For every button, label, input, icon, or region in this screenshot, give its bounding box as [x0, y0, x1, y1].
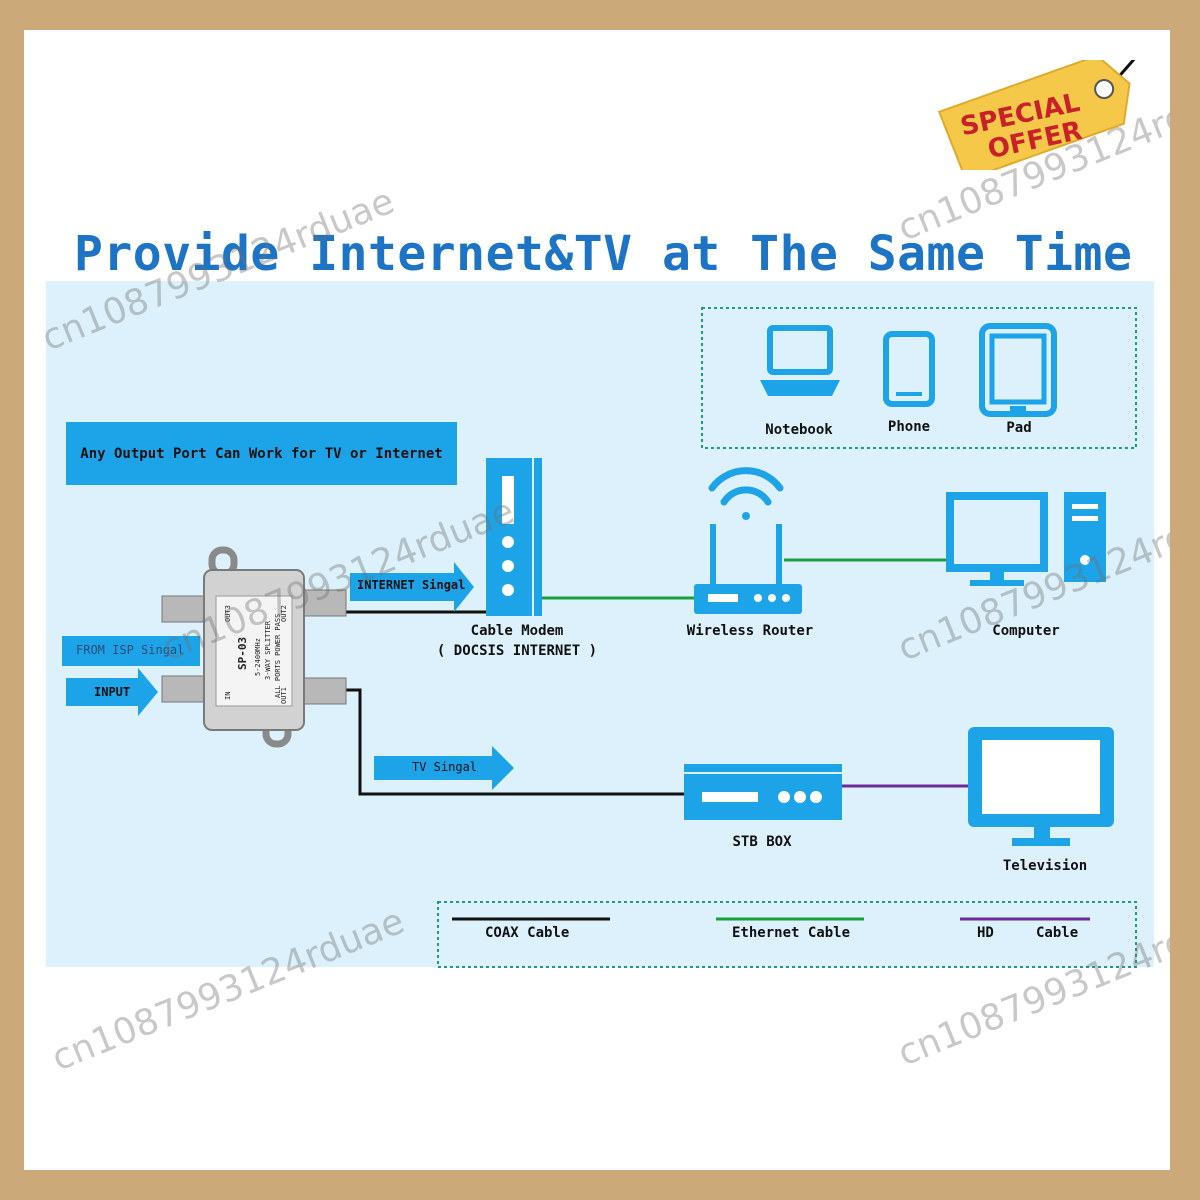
pad-icon — [979, 323, 1057, 417]
splitter-icon: SP-03 5-2400MHz 3-WAY SPLITTER ALL PORTS… — [161, 546, 347, 748]
pad-label: Pad — [1006, 420, 1032, 436]
internet-arrow-label: INTERNET Singal — [357, 578, 466, 592]
note-banner: Any Output Port Can Work for TV or Inter… — [66, 422, 457, 485]
splitter-freq: 5-2400MHz — [254, 638, 262, 676]
splitter-out2: OUT2 — [280, 605, 288, 622]
note-text: Any Output Port Can Work for TV or Inter… — [80, 445, 443, 462]
legend-ethernet-label: Ethernet Cable — [732, 925, 851, 941]
phone-label: Phone — [887, 419, 931, 435]
computer-label: Computer — [992, 623, 1060, 639]
splitter-pass: ALL PORTS POWER PASS — [274, 614, 282, 698]
device-group-box — [701, 307, 1137, 449]
coax-cable-tv — [344, 688, 684, 796]
television-label: Television — [1002, 858, 1088, 874]
cable-modem-label: Cable Modem — [470, 623, 564, 639]
splitter-out3: OUT3 — [224, 605, 232, 622]
diagram-graphics: SP-03 5-2400MHz 3-WAY SPLITTER ALL PORTS… — [62, 307, 1137, 968]
splitter-type: 3-WAY SPLITTER — [264, 620, 272, 680]
arrow-from-isp — [62, 636, 200, 666]
television-icon — [968, 727, 1114, 846]
router-label: Wireless Router — [686, 623, 814, 639]
tv-arrow-label: TV Singal — [412, 760, 478, 774]
stb-label: STB BOX — [732, 834, 792, 850]
arrow-tv — [374, 746, 514, 790]
input-arrow-label: INPUT — [94, 685, 131, 699]
computer-icon — [946, 492, 1106, 586]
legend-hd-label: HD Cable — [977, 925, 1079, 941]
notebook-icon — [760, 325, 840, 396]
legend-coax-label: COAX Cable — [485, 925, 570, 941]
notebook-label: Notebook — [765, 422, 833, 438]
cable-modem-sublabel: ( DOCSIS INTERNET ) — [436, 643, 598, 659]
from-isp-label: FROM ISP Singal — [76, 643, 185, 657]
splitter-model: SP-03 — [236, 637, 249, 670]
phone-icon — [883, 331, 935, 407]
special-offer-badge: SPECIAL OFFER — [937, 60, 1136, 170]
page-title: Provide Internet&TV at The Same Time — [74, 226, 1133, 282]
splitter-in: IN — [224, 692, 232, 700]
cable-modem-icon — [486, 458, 542, 616]
splitter-out1: OUT1 — [280, 687, 288, 704]
wireless-router-icon — [694, 467, 802, 614]
stb-box-icon — [684, 764, 842, 820]
arrow-input — [66, 668, 158, 716]
legend-box — [437, 901, 1137, 968]
arrow-internet — [350, 562, 474, 612]
canvas: Provide Internet&TV at The Same Time Any… — [24, 30, 1170, 1170]
